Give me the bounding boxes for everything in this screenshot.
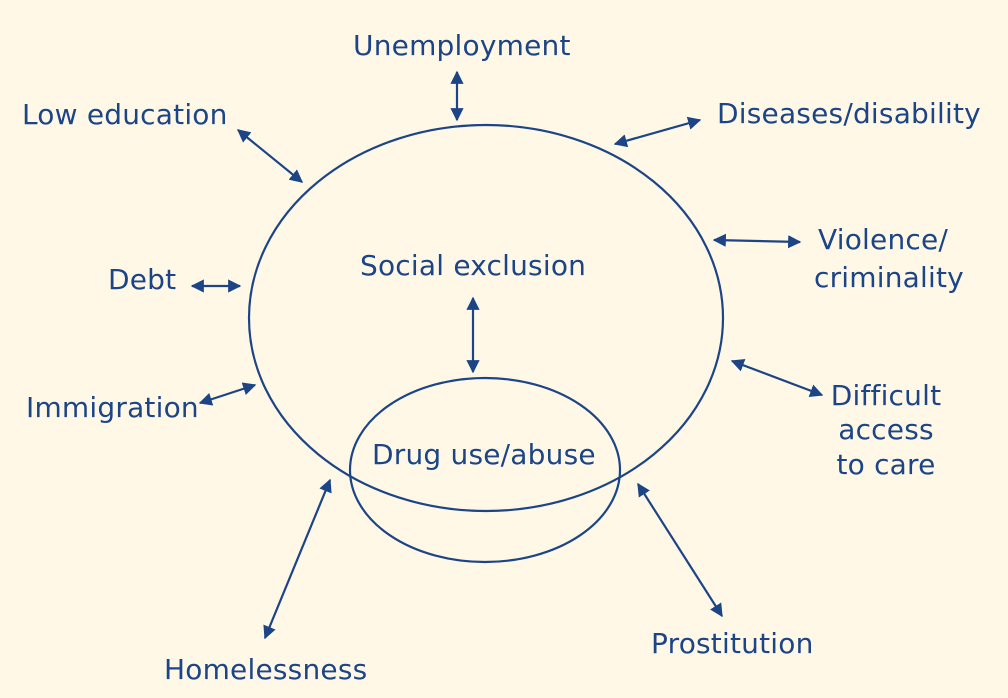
arrow-homelessness (263, 478, 332, 640)
label-prostitution: Prostitution (651, 627, 814, 660)
label-difficult-line1: Difficult (830, 379, 942, 412)
label-diseases-disability: Diseases/disability (717, 97, 981, 130)
arrow-prostitution (637, 482, 723, 618)
label-violence-line2: criminality (814, 261, 964, 294)
label-social-exclusion: Social exclusion (360, 249, 587, 282)
arrow-violence-criminality (712, 233, 802, 249)
label-difficult-line3: to care (836, 448, 936, 481)
arrow-difficult-access (730, 359, 824, 397)
arrow-diseases-disability (613, 116, 702, 148)
arrow-immigration (198, 382, 257, 406)
arrow-low-education (236, 129, 304, 183)
label-violence-line1: Violence/ (818, 223, 949, 256)
label-immigration: Immigration (26, 391, 199, 424)
social-exclusion-ellipse (247, 123, 725, 513)
label-homelessness: Homelessness (164, 653, 368, 686)
label-debt: Debt (108, 263, 177, 296)
label-low-education: Low education (22, 98, 228, 131)
label-difficult-line2: access (838, 413, 934, 446)
label-unemployment: Unemployment (353, 29, 571, 62)
drug-use-ellipse (348, 376, 622, 564)
label-drug-use: Drug use/abuse (372, 438, 596, 471)
